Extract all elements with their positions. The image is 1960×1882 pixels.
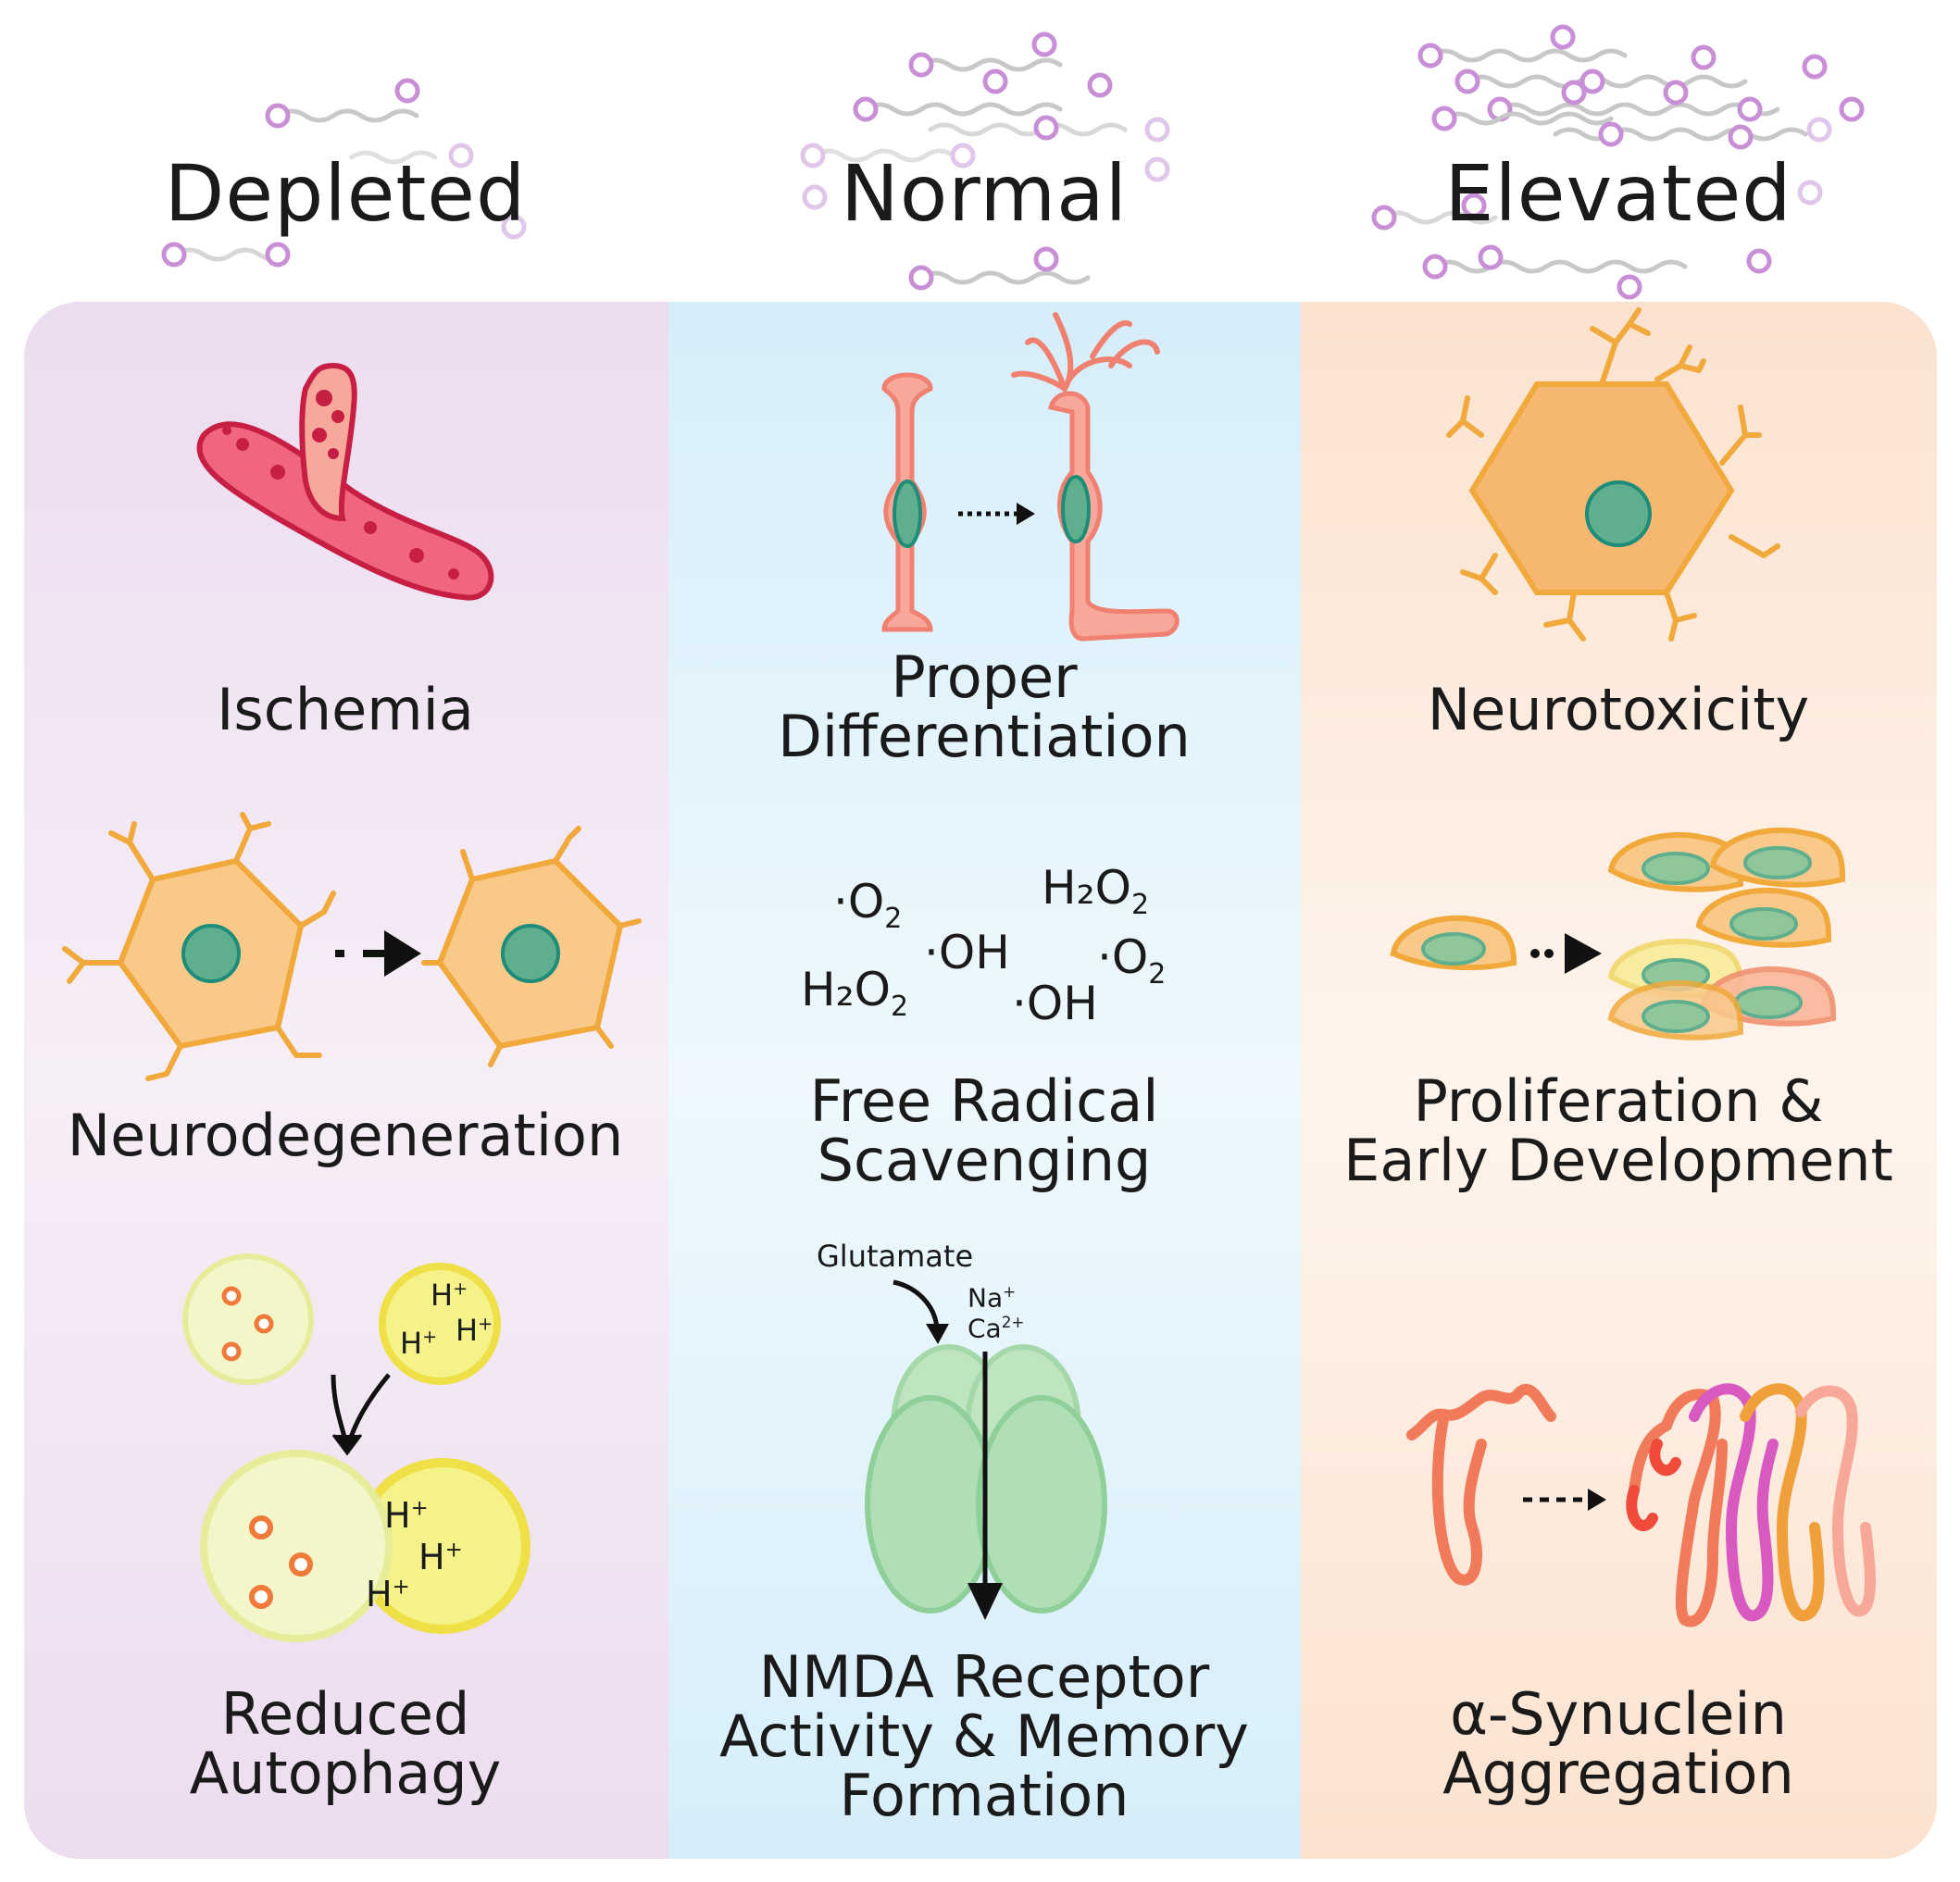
label-line: Free Radical bbox=[809, 1067, 1159, 1135]
label-proliferation: Proliferation & Early Development bbox=[1294, 1072, 1942, 1190]
neuron-healthy-icon bbox=[62, 812, 336, 1081]
molecules-elevated bbox=[1371, 24, 1865, 300]
label-neurotoxicity: Neurotoxicity bbox=[1294, 680, 1942, 740]
nmda-receptor-icon bbox=[865, 1279, 1107, 1620]
cell-differentiation-icon bbox=[881, 312, 1180, 642]
chem-o2-2: ·O2 bbox=[1097, 930, 1167, 991]
header-elevated: Elevated bbox=[1444, 148, 1792, 239]
label-line: α-Synuclein bbox=[1450, 1680, 1787, 1748]
label-line: Ischemia bbox=[217, 676, 474, 743]
label-line: Activity & Memory bbox=[719, 1702, 1249, 1770]
label-free-radical: Free Radical Scavenging bbox=[660, 1072, 1308, 1190]
label-line: Neurodegeneration bbox=[67, 1102, 624, 1169]
ion-h-2: H+ bbox=[456, 1313, 493, 1348]
glutamate-label: Glutamate bbox=[817, 1239, 974, 1274]
label-line: Autophagy bbox=[189, 1739, 502, 1807]
ion-h-6: H+ bbox=[366, 1574, 410, 1614]
chem-h2o2-1: H₂O2 bbox=[1042, 861, 1150, 921]
degeneration-arrow bbox=[335, 930, 421, 977]
label-proper-differentiation: Proper Differentiation bbox=[660, 648, 1308, 767]
label-reduced-autophagy: Reduced Autophagy bbox=[21, 1685, 669, 1803]
chem-h2o2-2: H₂O2 bbox=[801, 963, 909, 1023]
synuclein-aggregation-icon bbox=[1406, 1383, 1876, 1627]
ion-h-5: H+ bbox=[418, 1537, 463, 1577]
column-panels bbox=[24, 302, 1937, 1859]
label-line: Scavenging bbox=[817, 1127, 1152, 1194]
lysosome-fusion-icon bbox=[182, 1253, 531, 1642]
label-line: Reduced bbox=[220, 1680, 470, 1748]
label-line: Proliferation & bbox=[1413, 1067, 1824, 1135]
blood-vessel-icon bbox=[196, 362, 494, 601]
ion-na: Na+ bbox=[968, 1282, 1017, 1314]
label-synuclein: α-Synuclein Aggregation bbox=[1294, 1685, 1942, 1803]
chem-oh-2: ·OH bbox=[1012, 977, 1098, 1030]
ion-ca: Ca2+ bbox=[968, 1313, 1025, 1344]
label-nmda: NMDA Receptor Activity & Memory Formatio… bbox=[660, 1648, 1308, 1826]
molecules-normal bbox=[800, 31, 1170, 291]
molecules-depleted bbox=[161, 78, 527, 268]
label-line: NMDA Receptor bbox=[758, 1643, 1210, 1711]
chem-o2-1: ·O2 bbox=[833, 875, 903, 935]
label-line: Proper bbox=[891, 643, 1078, 711]
ion-h-4: H+ bbox=[384, 1495, 429, 1536]
chem-oh-1: ·OH bbox=[924, 926, 1010, 979]
ion-h-1: H+ bbox=[431, 1278, 468, 1313]
label-line: Early Development bbox=[1343, 1127, 1893, 1194]
cell-proliferation-icon bbox=[1390, 828, 1846, 1041]
molecule-decoration bbox=[161, 24, 1865, 300]
label-line: Formation bbox=[839, 1762, 1130, 1829]
neuron-degenerating-icon bbox=[421, 826, 642, 1067]
header-normal: Normal bbox=[841, 148, 1128, 239]
neuron-toxic-icon bbox=[1446, 307, 1780, 642]
label-ischemia: Ischemia bbox=[21, 680, 669, 740]
ion-h-3: H+ bbox=[400, 1326, 438, 1361]
header-depleted: Depleted bbox=[164, 148, 527, 239]
label-line: Aggregation bbox=[1442, 1739, 1794, 1807]
label-line: Neurotoxicity bbox=[1427, 676, 1810, 743]
label-line: Differentiation bbox=[778, 703, 1191, 770]
label-neurodegeneration: Neurodegeneration bbox=[21, 1106, 669, 1165]
